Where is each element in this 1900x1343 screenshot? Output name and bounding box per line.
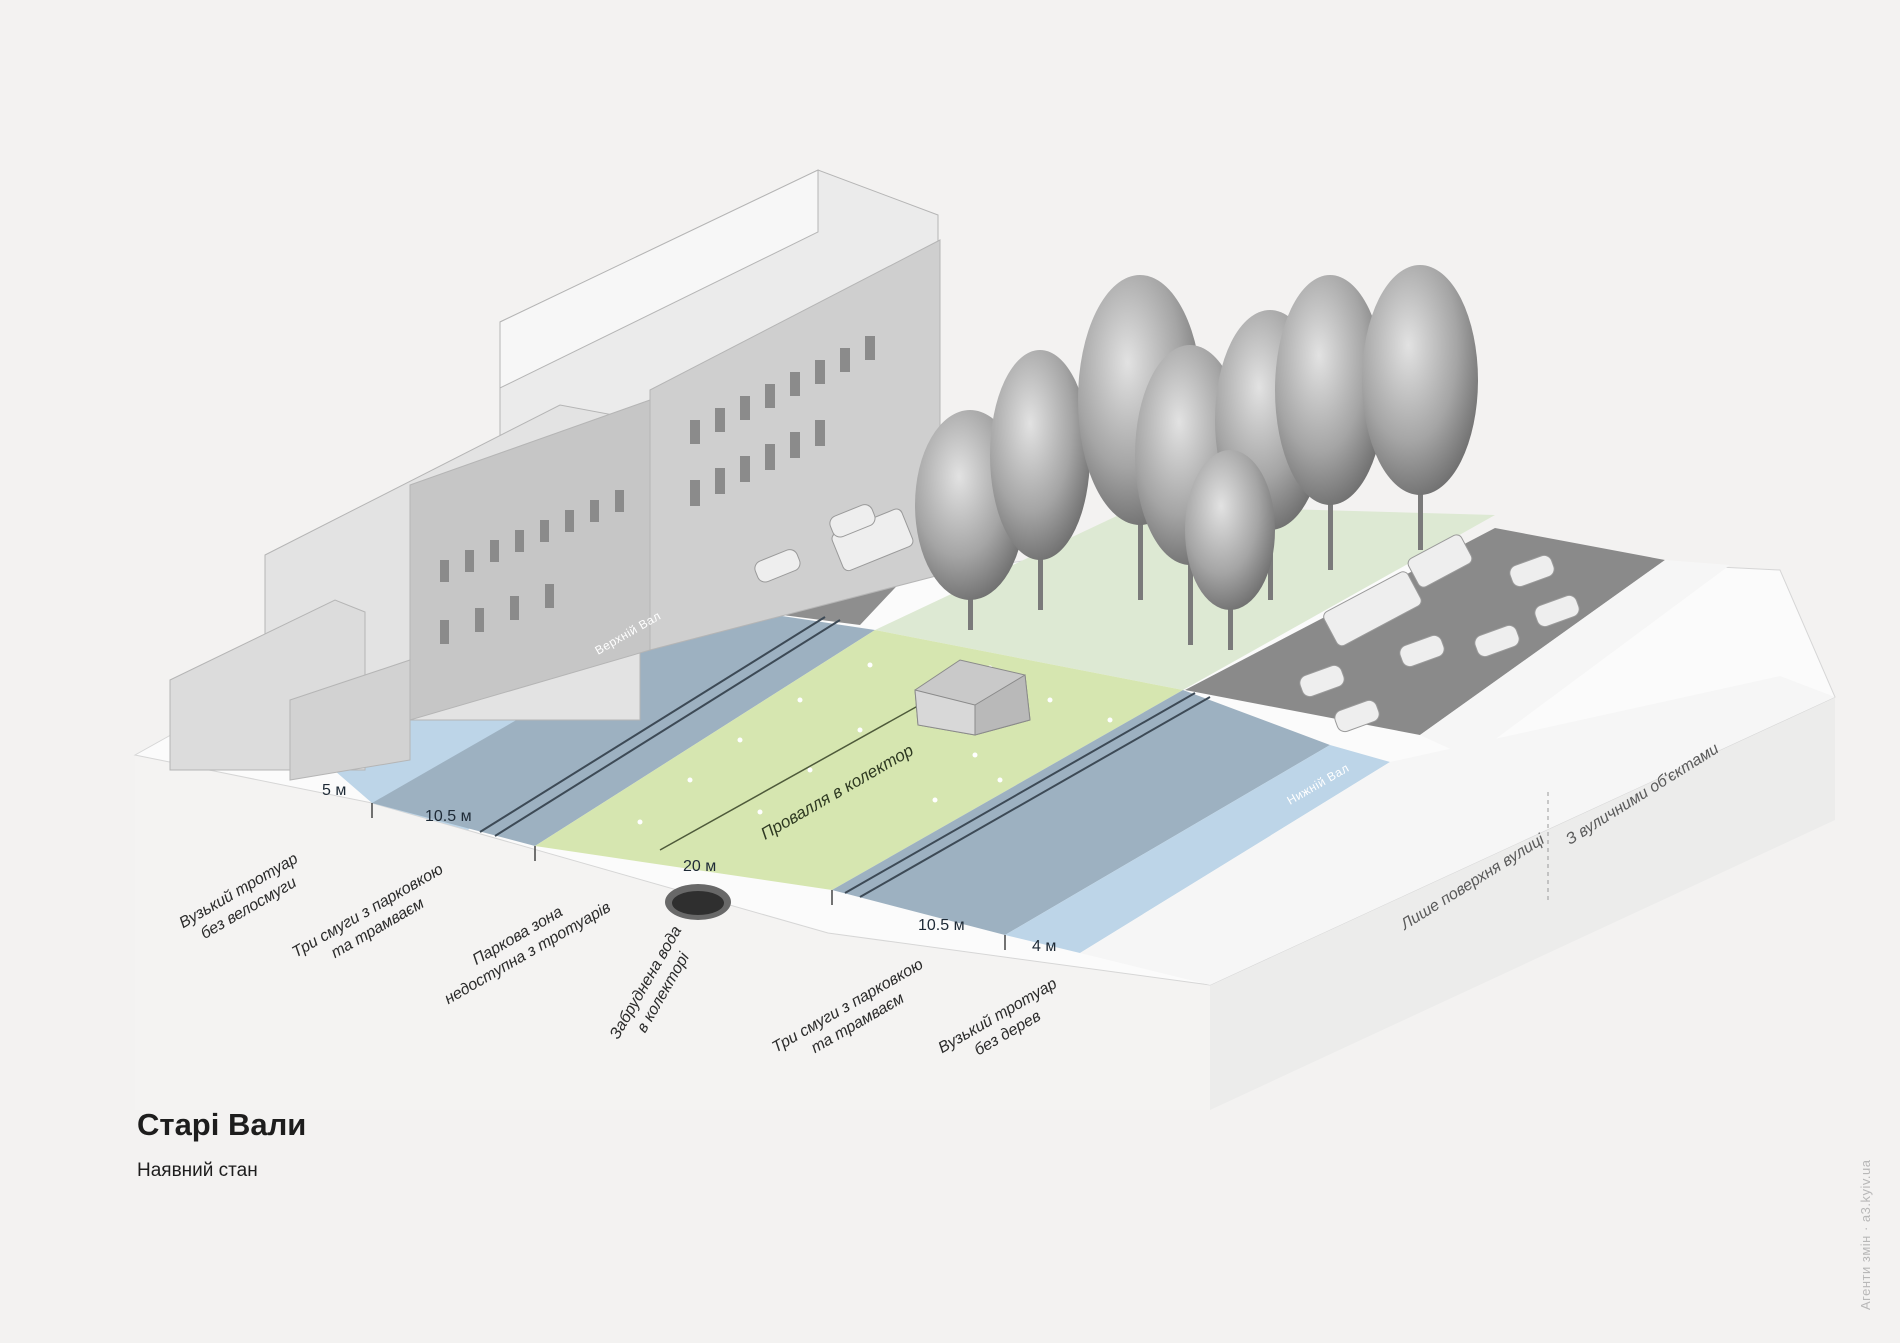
far-park bbox=[875, 505, 1495, 690]
collector-pipe bbox=[665, 884, 731, 920]
dim-park: 20 м bbox=[683, 858, 716, 875]
dim-upper-roadway: 10.5 м bbox=[425, 808, 472, 825]
dimension-ticks bbox=[371, 803, 1006, 950]
lower-sidewalk-band bbox=[1005, 745, 1390, 953]
page-subtitle: Наявний стан bbox=[137, 1160, 258, 1181]
sinkhole-fence bbox=[914, 659, 1031, 736]
page-title: Старі Вали bbox=[137, 1107, 307, 1142]
upper-roadway-band bbox=[372, 606, 875, 846]
credit-text: Агенти змін · a3.kyiv.ua bbox=[1858, 1159, 1873, 1310]
vehicles bbox=[754, 504, 1580, 733]
dim-lower-roadway: 10.5 м bbox=[918, 917, 965, 934]
slab-side bbox=[1210, 697, 1835, 1110]
tram-rails bbox=[479, 616, 1211, 898]
slab-front bbox=[135, 755, 1210, 1110]
dim-upper-sidewalk: 5 м bbox=[322, 782, 346, 799]
far-lower-sidewalk bbox=[1420, 560, 1730, 758]
building-windows bbox=[440, 336, 875, 644]
lower-roadway-band bbox=[832, 690, 1330, 935]
dim-lower-sidewalk: 4 м bbox=[1032, 938, 1056, 955]
lower-empty-band bbox=[1080, 676, 1835, 985]
trees bbox=[915, 265, 1478, 650]
collector-line bbox=[659, 687, 951, 851]
